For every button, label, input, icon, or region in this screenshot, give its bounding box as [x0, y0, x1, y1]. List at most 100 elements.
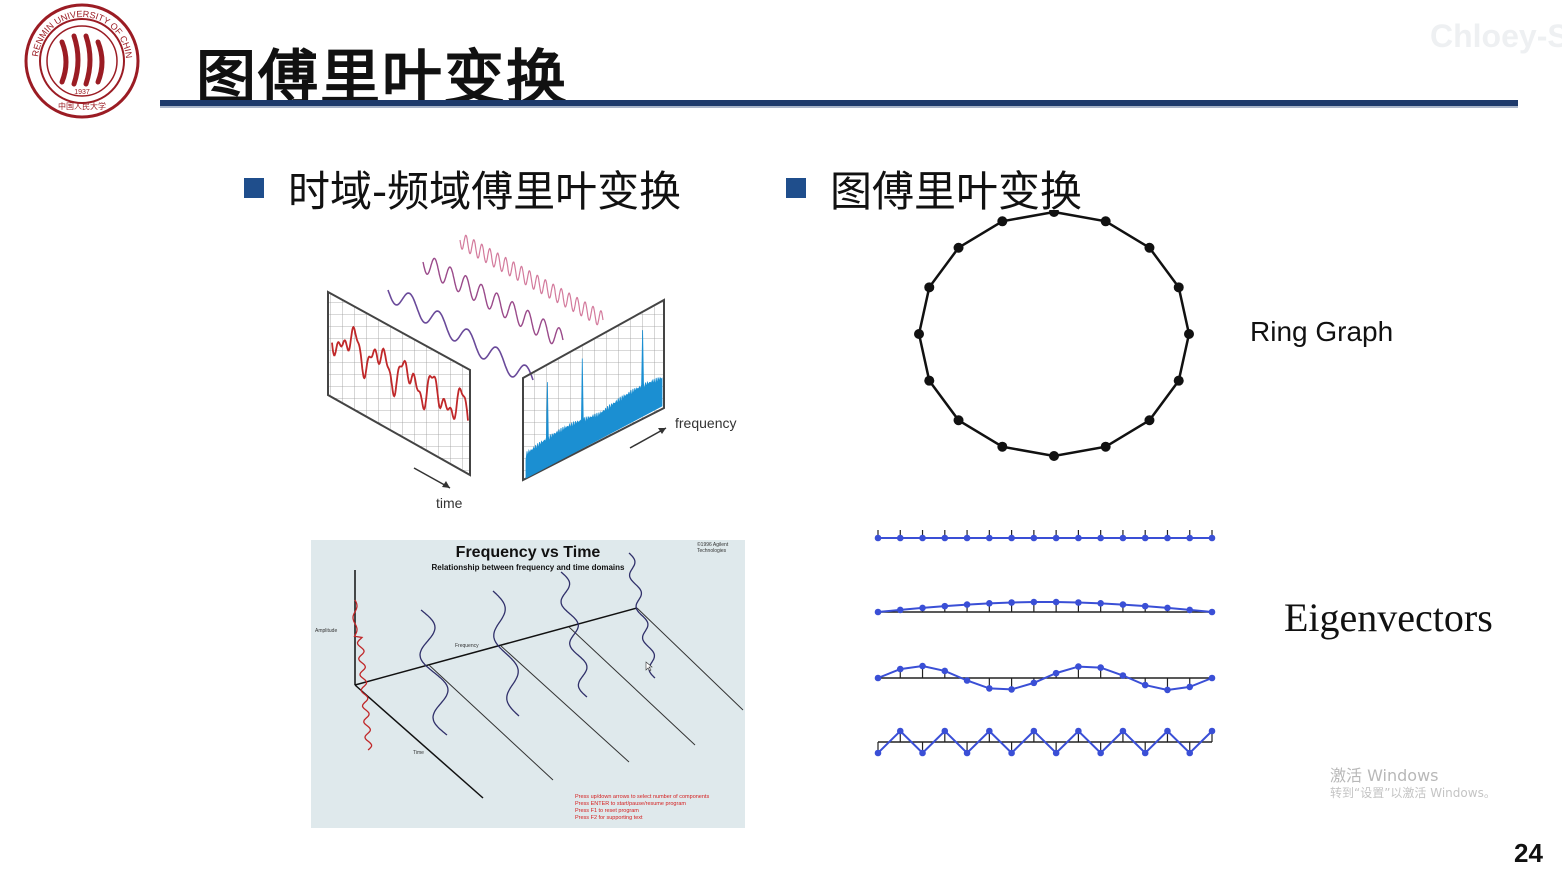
frequency-axis-label: frequency	[675, 415, 736, 431]
eigenvector-point	[874, 608, 882, 616]
eigenvector-point	[1097, 534, 1104, 542]
eigenvector-point	[1008, 534, 1015, 542]
eigenvector-point	[1052, 669, 1060, 677]
fvt-time-label: Time	[413, 750, 424, 756]
eigenvector-point	[963, 601, 971, 608]
fvt-title: Frequency vs Time	[456, 544, 601, 561]
eigenvector-point	[963, 749, 971, 757]
eigenvector-point	[1208, 727, 1216, 735]
fvt-instruction-3: Press F1 to reset program	[575, 808, 639, 814]
eigenvector-point	[1164, 534, 1171, 542]
bullet-square-icon	[786, 178, 806, 198]
eigenvector-point	[986, 727, 993, 735]
fvt-corner-note-1: ©1996 Agilent	[697, 541, 729, 548]
time-domain-panel	[327, 290, 471, 477]
eigenvector-point	[919, 534, 926, 542]
eigenvector-point	[1141, 749, 1149, 757]
eigenvector-point	[1008, 686, 1015, 693]
activate-windows-subtitle: 转到“设置”以激活 Windows。	[1330, 786, 1496, 800]
fvt-instruction-1: Press up/down arrows to select number of…	[575, 794, 709, 800]
fvt-component-2	[492, 590, 520, 717]
right-heading: 图傅里叶变换	[830, 167, 1083, 216]
ring-node	[1173, 375, 1184, 386]
page-number: 24	[1514, 838, 1543, 868]
fvt-frequency-axis	[354, 607, 638, 686]
title-divider	[160, 100, 1518, 108]
eigenvector-point	[1208, 534, 1216, 542]
ring-graph	[914, 207, 1194, 461]
eigenvector-point	[1008, 749, 1015, 757]
eigenvector-point	[896, 606, 904, 614]
eigenvector-point	[1008, 599, 1015, 606]
eigenvector-point	[919, 604, 926, 612]
eigenvector-point	[1030, 727, 1038, 735]
ring-node	[1184, 329, 1194, 339]
eigenvector-point	[1119, 601, 1127, 608]
eigenvector-point	[1164, 727, 1171, 735]
fvt-instruction-4: Press F2 for supporting text	[575, 815, 643, 821]
eigenvector-curve	[877, 665, 1213, 691]
university-logo: RENMIN UNIVERSITY OF CHINA 1937 中国人民大学	[19, 0, 142, 120]
fvt-corner-note-2: Technologies	[697, 548, 727, 554]
eigenvector-point	[1052, 749, 1060, 757]
eigenvector-point	[1075, 727, 1082, 735]
eigenvectors-label: Eigenvectors	[1284, 595, 1493, 640]
ring-node	[997, 441, 1008, 452]
ring-graph-figure	[900, 207, 1210, 480]
ring-node	[953, 415, 964, 426]
logo-year: 1937	[74, 89, 90, 96]
eigenvector-point	[1186, 749, 1194, 757]
eigenvector-point	[1208, 674, 1216, 682]
eigenvector-point	[896, 665, 904, 673]
eigenvector-point	[1119, 672, 1127, 679]
time-axis-label: time	[436, 495, 463, 511]
frequency-vs-time-figure: Frequency vs Time Relationship between f…	[311, 540, 745, 828]
fourier-transform-figure: time frequency	[318, 230, 758, 520]
ring-node	[997, 216, 1008, 227]
fvt-component-1	[419, 609, 449, 736]
eigenvector-point	[1097, 600, 1104, 607]
eigenvector-point	[1097, 749, 1104, 757]
eigenvectors-figure	[872, 520, 1222, 770]
sine-component-2	[422, 257, 564, 345]
eigenvector-point	[874, 749, 882, 757]
fvt-time-axis	[354, 684, 484, 799]
ring-node	[1049, 451, 1059, 461]
sine-component-3	[459, 234, 604, 326]
eigenvector-curve	[877, 729, 1213, 755]
ring-node	[1100, 441, 1111, 452]
time-domain-signal	[331, 325, 469, 421]
eigenvector-point	[1075, 534, 1082, 542]
fvt-component-3	[560, 571, 588, 698]
watermark-text: Chloey-S	[1430, 18, 1562, 54]
eigenvector-point	[874, 674, 882, 682]
eigenvector-curve	[877, 601, 1213, 613]
logo-text-bottom: 中国人民大学	[58, 101, 106, 111]
eigenvector-point	[941, 667, 949, 675]
ring-node	[1049, 207, 1059, 217]
ring-node	[914, 329, 924, 339]
eigenvector-point	[986, 534, 993, 542]
fvt-amplitude-label: Amplitude	[315, 628, 337, 634]
fvt-time-signal	[352, 599, 373, 751]
eigenvector-point	[1141, 534, 1149, 542]
eigenvector-point	[1119, 727, 1127, 735]
fvt-subtitle: Relationship between frequency and time …	[432, 563, 625, 572]
eigenvector-point	[1030, 598, 1038, 606]
eigenvector-point	[1141, 681, 1149, 689]
eigenvector-point	[1186, 606, 1194, 614]
eigenvector-point	[1075, 599, 1082, 606]
eigenvector-point	[986, 600, 993, 607]
activate-windows-title: 激活 Windows	[1330, 766, 1439, 785]
fvt-instruction-2: Press ENTER to start/pause/resume progra…	[575, 801, 686, 807]
eigenvector-point	[1186, 534, 1194, 542]
eigenvector-point	[919, 662, 926, 670]
eigenvector-point	[986, 685, 993, 692]
frequency-arrow-icon	[629, 427, 667, 449]
eigenvector-point	[1052, 534, 1060, 542]
eigenvector-point	[1164, 604, 1171, 612]
eigenvector-point	[896, 727, 904, 735]
eigenvector-point	[963, 534, 971, 542]
ring-node	[924, 282, 935, 293]
eigenvector-point	[963, 677, 971, 684]
